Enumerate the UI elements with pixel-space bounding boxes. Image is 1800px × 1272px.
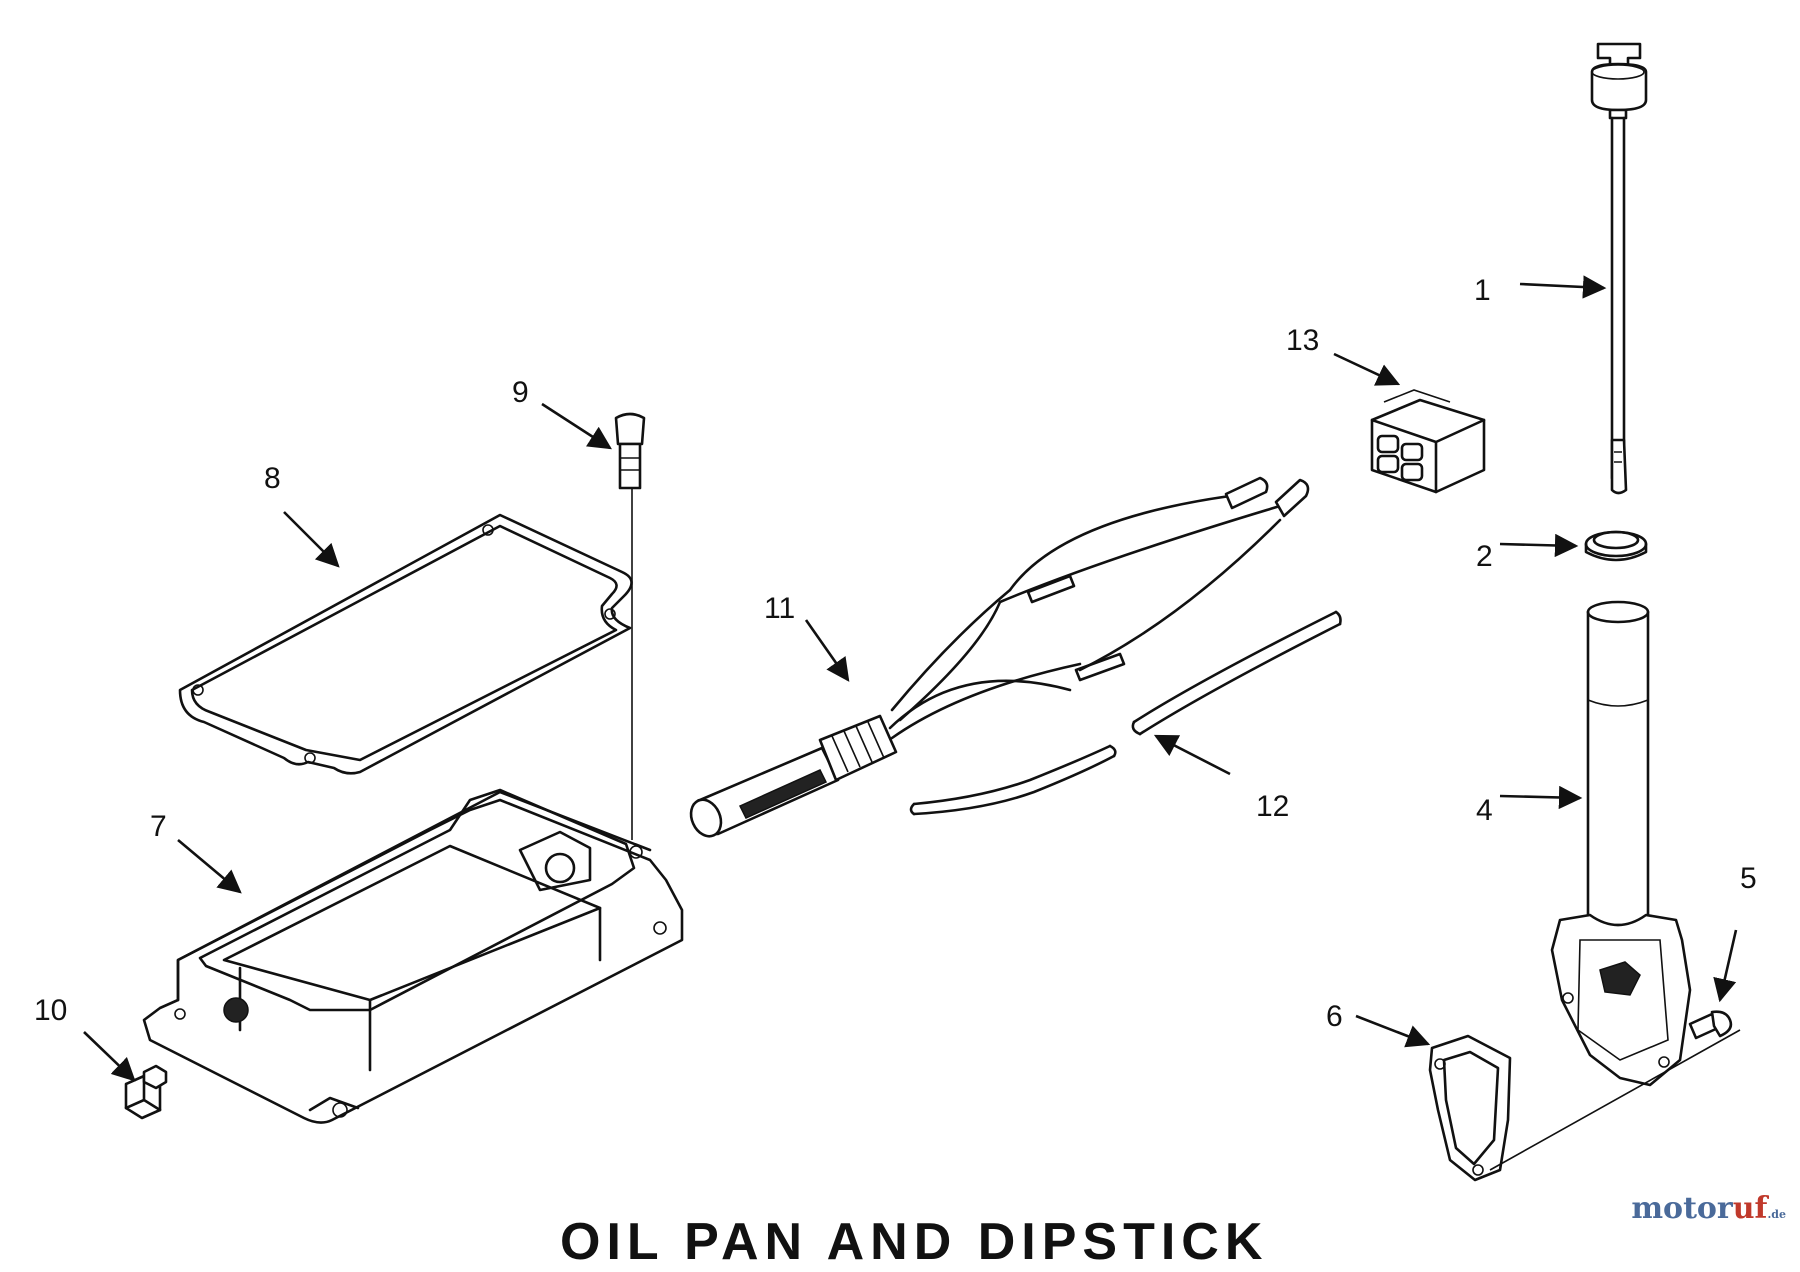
- callout-5: 5: [1740, 862, 1757, 895]
- dipstick: [1590, 42, 1648, 495]
- arrow-10: [83, 1031, 136, 1082]
- callout-1: 1: [1474, 274, 1491, 307]
- leader-arrows: [83, 275, 1738, 1082]
- oil-pan-gasket: [178, 513, 633, 775]
- arrow-7: [177, 839, 242, 894]
- callout-10: 10: [34, 994, 67, 1027]
- pan-bolt: [614, 412, 646, 840]
- arrow-8: [283, 511, 340, 568]
- callout-6: 6: [1326, 1000, 1343, 1033]
- tube-bolt: [1688, 1010, 1733, 1040]
- arrow-13: [1333, 352, 1401, 386]
- callout-7: 7: [150, 810, 167, 843]
- seal-ring: [1584, 530, 1648, 562]
- drain-plug: [124, 1064, 168, 1120]
- oil-level-sensor: [689, 476, 1310, 838]
- arrow-11: [804, 619, 850, 682]
- callout-12: 12: [1256, 790, 1289, 823]
- watermark-logo: motoruf.de: [1631, 1191, 1786, 1226]
- arrow-4: [1499, 785, 1583, 810]
- parts-diagram: 1 2 4 5 6 7 8 9 10 11 12 13: [34, 42, 1757, 1182]
- diagram-title: OIL PAN AND DIPSTICK: [560, 1213, 1269, 1271]
- callout-11: 11: [764, 592, 795, 625]
- connector-block: [1370, 389, 1486, 494]
- callout-2: 2: [1476, 540, 1493, 573]
- arrow-5: [1713, 929, 1738, 1003]
- arrow-12: [1153, 734, 1231, 776]
- arrow-6: [1355, 1014, 1431, 1048]
- arrow-9: [541, 402, 612, 450]
- callouts: 1 2 4 5 6 7 8 9 10 11 12 13: [34, 274, 1757, 1033]
- oil-pan: [142, 788, 684, 1124]
- callout-13: 13: [1286, 324, 1319, 357]
- tube-gasket: [1428, 1029, 1741, 1182]
- arrow-2: [1499, 533, 1579, 558]
- callout-4: 4: [1476, 794, 1493, 827]
- wire-sleeves: [909, 610, 1342, 816]
- dipstick-tube: [1550, 600, 1692, 1087]
- callout-8: 8: [264, 462, 281, 495]
- arrow-1: [1519, 275, 1607, 299]
- callout-9: 9: [512, 376, 529, 409]
